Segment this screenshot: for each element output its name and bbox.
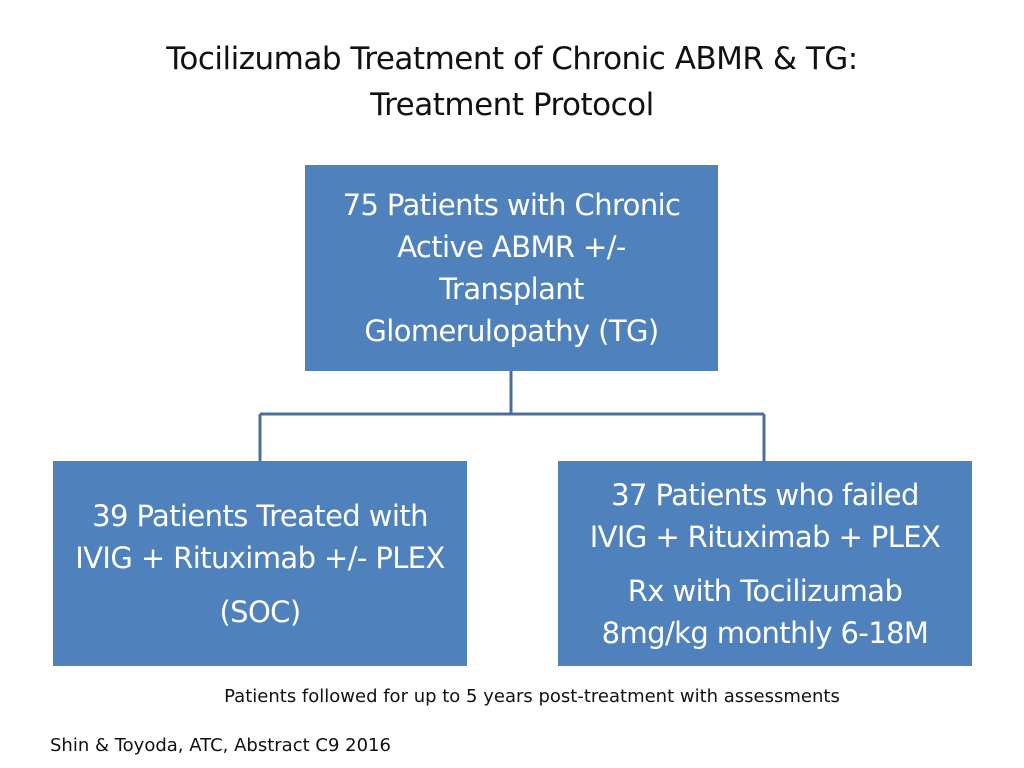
node-tocilizumab-patients: 37 Patients who failed IVIG + Rituximab … — [558, 461, 972, 666]
node-soc-patients: 39 Patients Treated with IVIG + Rituxima… — [53, 461, 467, 666]
node-top-line-4: Glomerulopathy (TG) — [364, 314, 659, 348]
node-right-line-1: 37 Patients who failed — [611, 477, 919, 512]
node-chronic-abmr-patients: 75 Patients with Chronic Active ABMR +/-… — [305, 165, 718, 371]
node-top-line-2: Active ABMR +/- — [397, 230, 626, 264]
slide-title: Tocilizumab Treatment of Chronic ABMR & … — [0, 36, 1024, 128]
node-left-line-3: (SOC) — [219, 594, 301, 629]
node-top-line-3: Transplant — [439, 272, 584, 306]
node-left-line-1: 39 Patients Treated with — [92, 498, 428, 533]
node-right-line-2: IVIG + Rituximab + PLEX — [589, 519, 941, 554]
node-top-line-1: 75 Patients with Chronic — [342, 188, 681, 222]
slide-title-line-1: Tocilizumab Treatment of Chronic ABMR & … — [166, 41, 858, 77]
node-right-line-4: 8mg/kg monthly 6-18M — [601, 615, 929, 650]
slide-title-line-2: Treatment Protocol — [370, 87, 654, 123]
node-left-line-2: IVIG + Rituximab +/- PLEX — [75, 540, 445, 575]
follow-up-note: Patients followed for up to 5 years post… — [224, 686, 840, 707]
citation: Shin & Toyoda, ATC, Abstract C9 2016 — [50, 735, 391, 756]
node-right-line-3: Rx with Tocilizumab — [627, 573, 903, 608]
